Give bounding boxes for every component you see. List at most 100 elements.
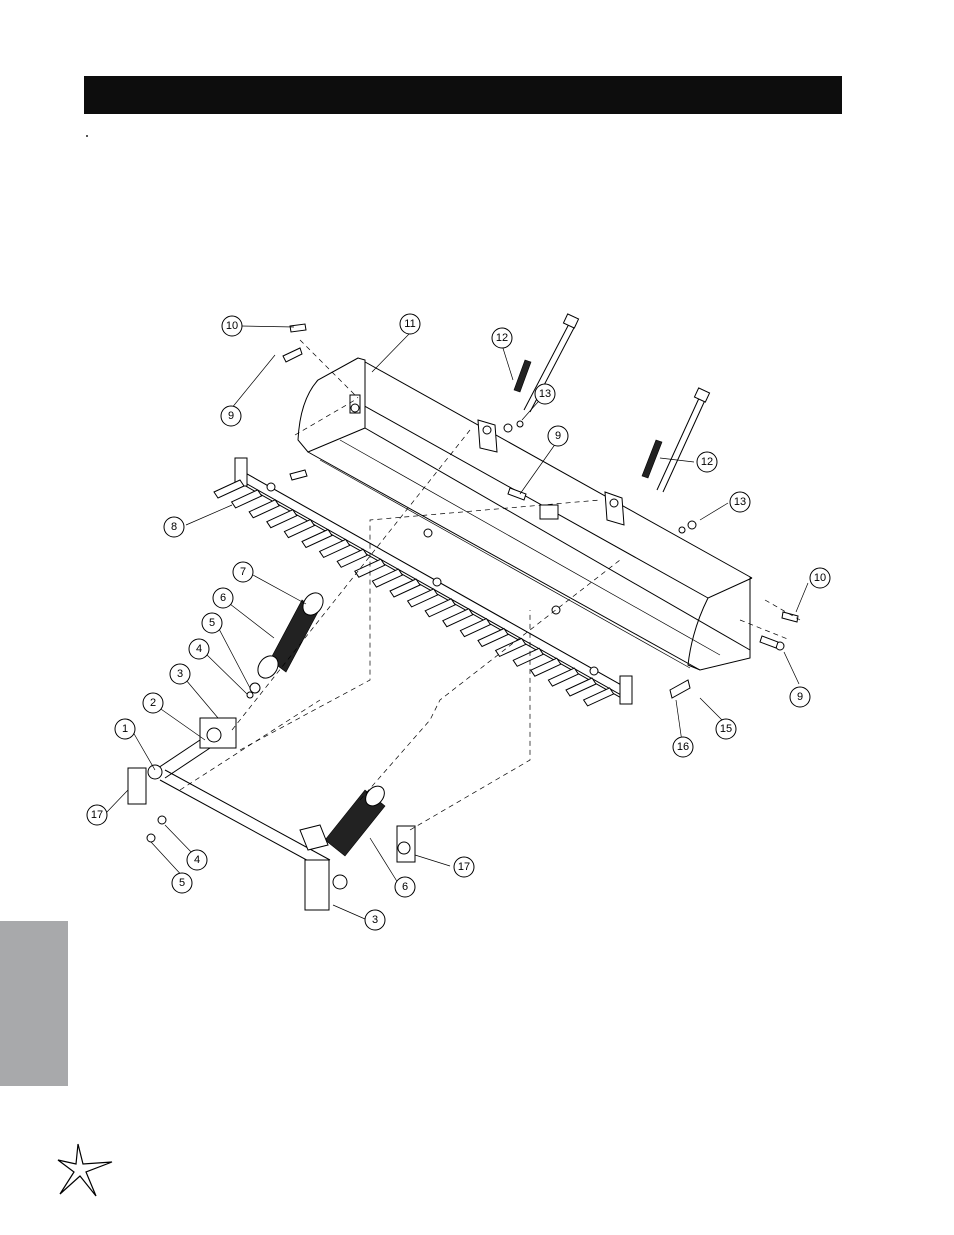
callout-circle xyxy=(86,804,108,826)
callout-circle xyxy=(169,663,191,685)
callout-number: 11 xyxy=(404,318,415,330)
tine xyxy=(301,528,333,549)
callout-number: 9 xyxy=(228,410,234,422)
tine xyxy=(336,548,368,568)
tine xyxy=(547,667,580,687)
callout-number: 13 xyxy=(734,496,746,508)
callout-number: 6 xyxy=(220,592,226,604)
tine-teeth xyxy=(213,479,615,707)
callout-circle xyxy=(729,491,751,513)
callout-circle xyxy=(534,383,556,405)
callout-number: 10 xyxy=(814,572,826,584)
tine xyxy=(442,608,474,628)
callout-17: 17 xyxy=(453,856,475,878)
callout-5: 5 xyxy=(171,872,193,894)
callout-7: 7 xyxy=(232,561,254,583)
callout-number: 4 xyxy=(194,854,200,866)
tine xyxy=(318,538,351,559)
callout-number: 1 xyxy=(122,723,128,735)
small-hardware xyxy=(266,323,799,699)
callout-9: 9 xyxy=(220,405,242,427)
callout-circle xyxy=(789,686,811,708)
callout-8: 8 xyxy=(163,516,185,538)
callout-circle xyxy=(201,612,223,634)
tine xyxy=(565,677,597,697)
callout-13: 13 xyxy=(534,383,556,405)
callout-circle xyxy=(547,425,569,447)
callout-circle xyxy=(212,587,234,609)
tine xyxy=(354,558,386,578)
tine xyxy=(477,627,509,648)
callout-number: 12 xyxy=(496,332,508,344)
tine xyxy=(424,598,456,618)
callout-circle xyxy=(715,718,737,740)
callout-number: 9 xyxy=(555,430,561,442)
callout-circle xyxy=(221,315,243,337)
callout-10: 10 xyxy=(809,567,831,589)
callout-circle xyxy=(696,451,718,473)
hopper-box xyxy=(297,357,753,671)
callout-circle xyxy=(114,718,136,740)
callout-circle xyxy=(142,692,164,714)
callout-circle xyxy=(232,561,254,583)
tine xyxy=(459,617,492,638)
callout-circle xyxy=(491,327,513,349)
callout-number: 12 xyxy=(701,456,713,468)
callout-number: 3 xyxy=(372,914,378,926)
tine xyxy=(389,578,421,598)
tine xyxy=(230,489,263,509)
roller-upper xyxy=(246,592,324,699)
callout-number: 9 xyxy=(797,691,803,703)
tine xyxy=(406,588,439,608)
callout-number: 13 xyxy=(539,388,551,400)
callout-circle xyxy=(394,876,416,898)
tine xyxy=(213,479,245,499)
tine xyxy=(582,687,615,707)
callout-12: 12 xyxy=(491,327,513,349)
page-mark xyxy=(86,135,88,137)
tine xyxy=(248,499,280,519)
callout-number: 17 xyxy=(91,809,103,821)
callout-circle xyxy=(188,638,210,660)
star-burst-logo xyxy=(57,1143,113,1197)
callout-circle xyxy=(220,405,242,427)
callout-13: 13 xyxy=(729,491,751,513)
tine xyxy=(512,647,544,667)
callout-3: 3 xyxy=(169,663,191,685)
callout-9: 9 xyxy=(789,686,811,708)
callout-number: 8 xyxy=(171,521,177,533)
tine xyxy=(283,518,316,539)
callout-12: 12 xyxy=(696,451,718,473)
axle-frame xyxy=(127,717,416,911)
callout-circle xyxy=(809,567,831,589)
callout-17: 17 xyxy=(86,804,108,826)
tine xyxy=(371,568,404,588)
callout-4: 4 xyxy=(186,849,208,871)
callout-6: 6 xyxy=(394,876,416,898)
callout-number: 3 xyxy=(177,668,183,680)
roller-lower xyxy=(324,785,386,857)
tine xyxy=(266,509,298,529)
callout-15: 15 xyxy=(715,718,737,740)
callout-1: 1 xyxy=(114,718,136,740)
callout-number: 5 xyxy=(179,877,185,889)
long-bolts xyxy=(513,313,711,493)
callout-circle xyxy=(364,909,386,931)
callout-3: 3 xyxy=(364,909,386,931)
callout-leaders xyxy=(105,325,809,920)
callout-circle xyxy=(399,313,421,335)
callout-circle xyxy=(163,516,185,538)
callout-16: 16 xyxy=(672,736,694,758)
callout-number: 5 xyxy=(209,617,215,629)
callout-2: 2 xyxy=(142,692,164,714)
callout-number: 6 xyxy=(402,881,408,893)
side-tab xyxy=(0,921,68,1086)
assembly-guides xyxy=(179,339,801,831)
callout-number: 16 xyxy=(677,741,689,753)
callout-circle xyxy=(453,856,475,878)
callout-circle xyxy=(186,849,208,871)
callout-number: 4 xyxy=(196,643,202,655)
callout-11: 11 xyxy=(399,313,421,335)
